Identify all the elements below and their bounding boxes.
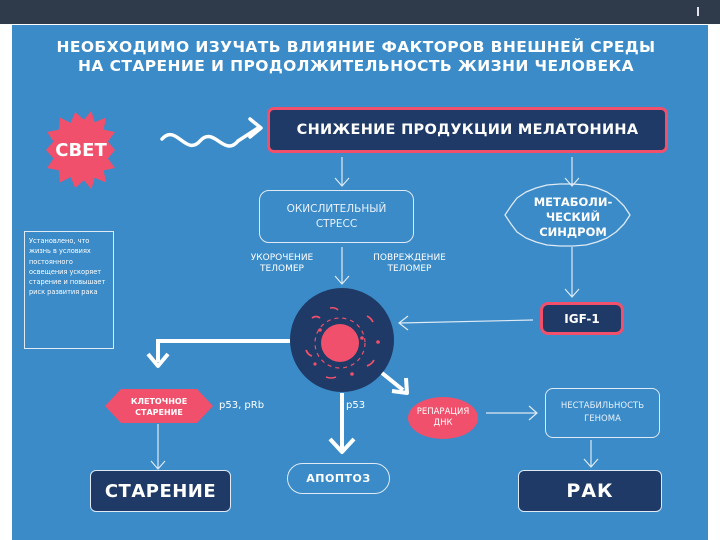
- cell-aging-line-1: КЛЕТОЧНОЕ: [130, 396, 188, 406]
- cell-nucleus: [321, 324, 359, 362]
- dna-repair-box: РЕПАРАЦИЯ ДНК: [410, 405, 476, 431]
- igf1-label: IGF-1: [564, 311, 600, 326]
- wave-arrow: [160, 126, 260, 148]
- cellular-aging-box: КЛЕТОЧНОЕ СТАРЕНИЕ: [113, 393, 205, 420]
- dna-repair-line-1: РЕПАРАЦИЯ: [416, 407, 470, 417]
- dna-repair-line-2: ДНК: [433, 418, 453, 428]
- title-line-2: НА СТАРЕНИЕ И ПРОДОЛЖИТЕЛЬНОСТЬ ЖИЗНИ ЧЕ…: [78, 57, 634, 75]
- metabolic-line-2: ЧЕСКИЙ: [545, 209, 601, 224]
- light-burst-shape: [46, 110, 115, 190]
- melatonin-label: СНИЖЕНИЕ ПРОДУКЦИИ МЕЛАТОНИНА: [296, 122, 639, 138]
- telomere-damage-label: ПОВРЕЖДЕНИЕ ТЕЛОМЕР: [357, 253, 462, 275]
- apoptosis-box: АПОПТОЗ: [287, 463, 390, 494]
- cancer-label: РАК: [566, 480, 614, 502]
- genome-instability-box: НЕСТАБИЛЬНОСТЬ ГЕНОМА: [545, 388, 660, 438]
- metabolic-line-3: СИНДРОМ: [539, 224, 607, 239]
- telomere-damage-line-2: ТЕЛОМЕР: [387, 264, 432, 274]
- light-label: СВЕТ: [55, 139, 107, 161]
- instability-line-1: НЕСТАБИЛЬНОСТЬ: [560, 401, 645, 411]
- telomere-shortening-label: УКОРОЧЕНИЕ ТЕЛОМЕР: [232, 253, 332, 275]
- aging-box: СТАРЕНИЕ: [90, 470, 231, 512]
- title-line-1: НЕОБХОДИМО ИЗУЧАТЬ ВЛИЯНИЕ ФАКТОРОВ ВНЕШ…: [56, 38, 656, 56]
- telomere-damage-line-1: ПОВРЕЖДЕНИЕ: [373, 253, 446, 263]
- info-note: Установлено, что жизнь в условиях постоя…: [24, 231, 114, 349]
- cell-aging-line-2: СТАРЕНИЕ: [135, 407, 183, 417]
- metabolic-syndrome-box: МЕТАБОЛИ- ЧЕСКИЙ СИНДРОМ: [518, 192, 628, 242]
- telomere-short-line-2: ТЕЛОМЕР: [260, 264, 304, 274]
- aging-label: СТАРЕНИЕ: [104, 480, 217, 502]
- slide-title: НЕОБХОДИМО ИЗУЧАТЬ ВЛИЯНИЕ ФАКТОРОВ ВНЕШ…: [26, 38, 686, 76]
- oxidative-stress-box: ОКИСЛИТЕЛЬНЫЙ СТРЕСС: [259, 190, 414, 243]
- wave-arrow-head: [248, 117, 263, 139]
- oxidative-line-2: СТРЕСС: [315, 217, 358, 230]
- p53-prb-label: p53, pRb: [219, 400, 265, 411]
- instability-line-2: ГЕНОМА: [584, 414, 621, 424]
- oxidative-line-1: ОКИСЛИТЕЛЬНЫЙ: [286, 202, 387, 215]
- telomere-short-line-1: УКОРОЧЕНИЕ: [250, 253, 314, 263]
- top-bar: [0, 0, 720, 24]
- p53-label: p53: [346, 400, 366, 411]
- cell-aging-shape: [105, 389, 213, 423]
- apoptosis-label: АПОПТОЗ: [306, 472, 371, 485]
- dna-repair-shape: [408, 397, 478, 439]
- metabolic-line-1: МЕТАБОЛИ-: [533, 194, 613, 209]
- igf1-box: IGF-1: [540, 302, 624, 335]
- metabolic-cloud-shape: [504, 183, 631, 247]
- melatonin-box: СНИЖЕНИЕ ПРОДУКЦИИ МЕЛАТОНИНА: [267, 107, 668, 153]
- cancer-box: РАК: [518, 470, 662, 512]
- corner-mark: [697, 7, 706, 16]
